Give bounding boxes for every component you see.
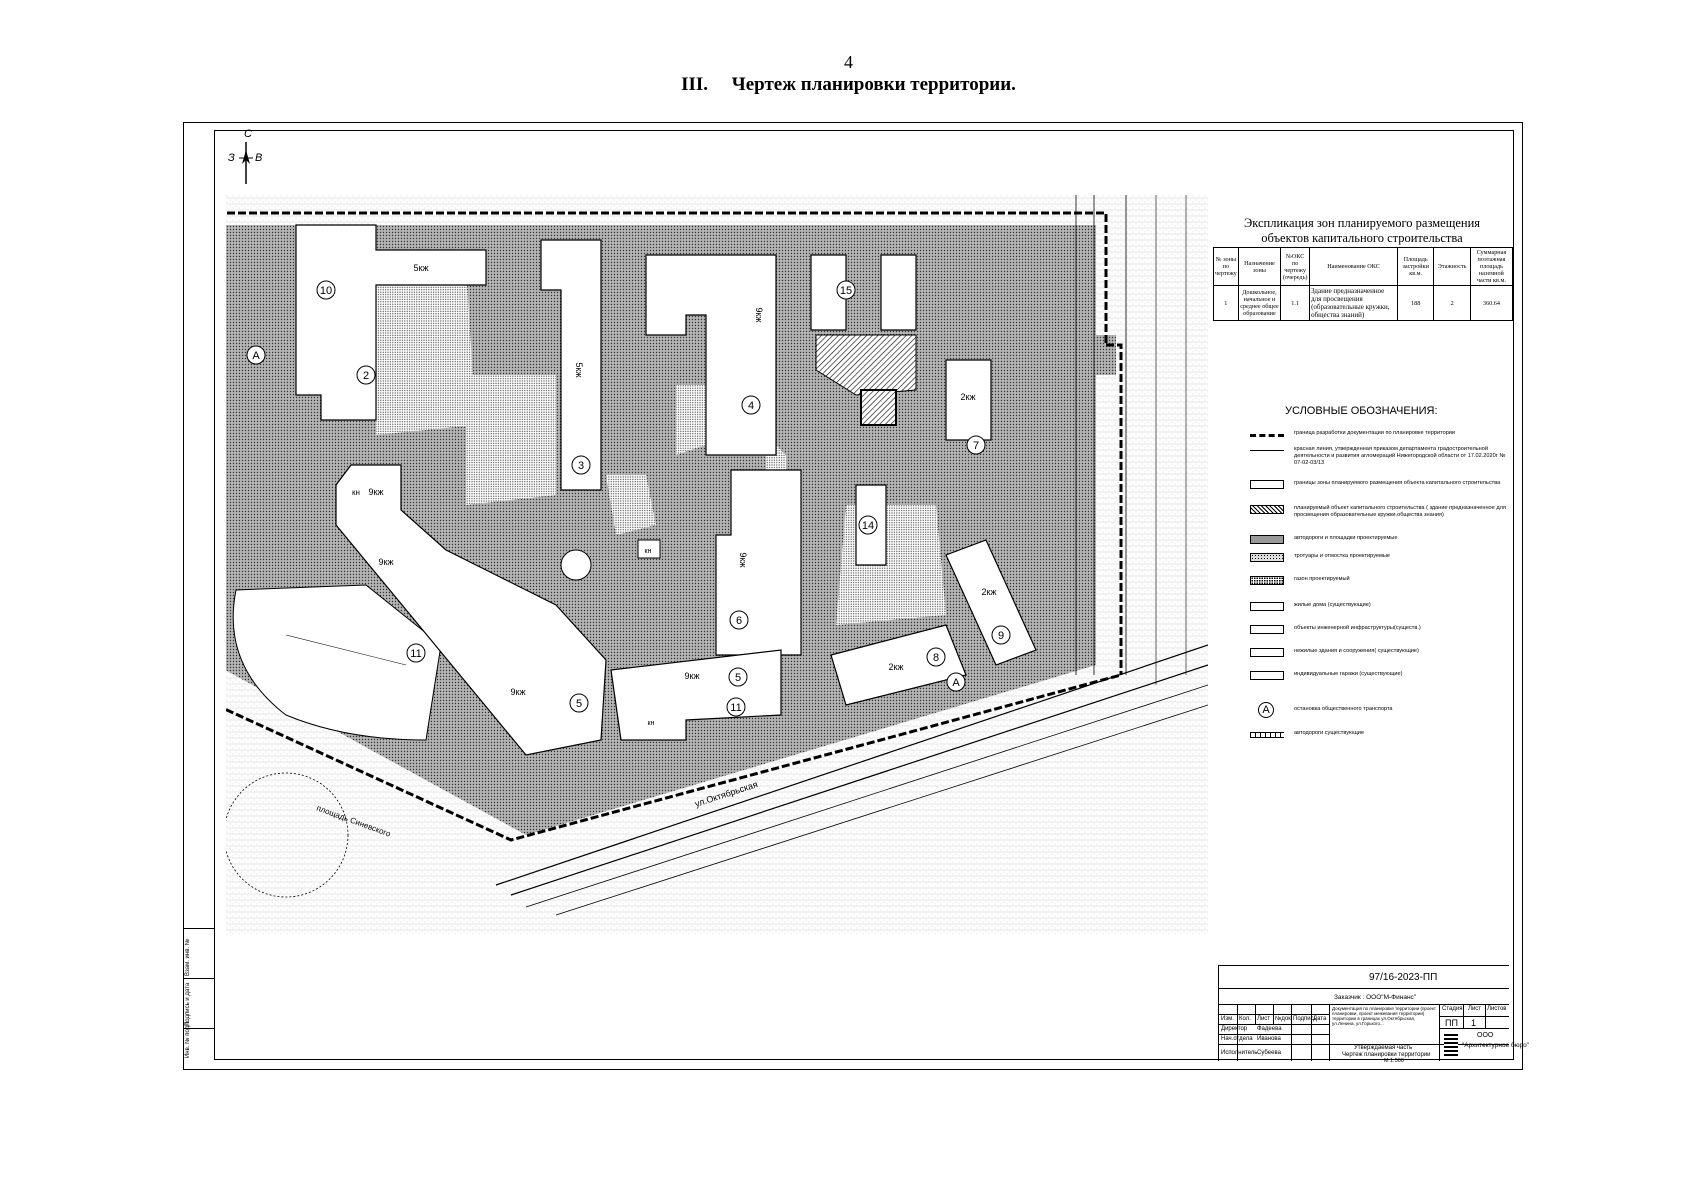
part: Утверждаемая часть: [1354, 1045, 1413, 1051]
svg-text:2: 2: [363, 370, 369, 382]
compass-north: С: [244, 128, 252, 140]
side-cell-label: Инв. № подл.: [185, 1020, 191, 1058]
page-number: 4: [844, 52, 853, 72]
building-3: 3 5кж: [571, 363, 591, 475]
drawing-sheet: [183, 122, 1523, 1070]
page-title: III. Чертеж планировки территории.: [681, 74, 1016, 95]
territory-plan: ул.Октябрьская площадь Синевского 105кж …: [226, 195, 1208, 935]
svg-text:5: 5: [735, 672, 741, 684]
svg-text:3: 3: [578, 460, 584, 472]
project-name: Документация по планировке территории (п…: [1332, 1006, 1436, 1026]
compass-east: В: [255, 152, 263, 164]
table-header: № зоны по чертежу: [1213, 247, 1239, 286]
logo-icon: [1444, 1032, 1458, 1056]
svg-text:4: 4: [748, 400, 754, 412]
table-header: Площадь застройки кв.м.: [1396, 247, 1435, 286]
svg-text:9кж: 9кж: [511, 687, 526, 697]
svg-text:2кж: 2кж: [961, 392, 976, 402]
building-9: 9 2кж: [982, 587, 1011, 645]
compass: С З В: [228, 128, 268, 186]
building-4: 4 9кж: [741, 308, 764, 415]
svg-text:11: 11: [410, 648, 421, 660]
building-8: 8 2кж: [889, 647, 946, 672]
compass-west: З: [228, 152, 235, 164]
sheet-name: Чертеж планировки территории: [1342, 1052, 1431, 1058]
svg-text:5: 5: [576, 698, 582, 710]
svg-text:7: 7: [973, 440, 979, 452]
north-arrow-icon: [239, 142, 253, 184]
svg-text:5кж: 5кж: [574, 363, 584, 378]
table-header: Суммарная поэтажная площадь наземной час…: [1469, 247, 1514, 286]
title-block: 97/16-2023-ПП Заказчик : ООО"М-Финанс" И…: [1218, 965, 1529, 1064]
drawing-code: 97/16-2023-ПП: [1369, 972, 1438, 983]
building-11-east: 11: [726, 697, 746, 717]
svg-text:11: 11: [730, 702, 741, 714]
svg-text:9: 9: [998, 630, 1004, 642]
table-header: Наименование ОКС: [1309, 247, 1398, 286]
svg-text:9кж: 9кж: [754, 308, 764, 323]
svg-text:8: 8: [933, 652, 939, 664]
label-kn: кн: [648, 720, 655, 727]
svg-text:2кж: 2кж: [889, 662, 904, 672]
svg-text:6: 6: [736, 615, 742, 627]
explication-title: Экспликация зон планируемого размещения …: [1243, 216, 1481, 245]
table-row: 1 Дошкольное, начальное и среднее общее …: [1213, 285, 1514, 321]
building-7: 7 2кж: [961, 392, 986, 455]
svg-text:9кж: 9кж: [685, 671, 700, 681]
svg-text:15: 15: [840, 285, 852, 297]
svg-text:14: 14: [862, 520, 874, 532]
building-11-west: 11 9кж: [379, 557, 426, 663]
building-5-east: 5 9кж: [685, 667, 748, 687]
table-header: Назначение зоны: [1237, 247, 1282, 286]
svg-text:A: A: [952, 677, 960, 689]
label-kn: кн: [352, 488, 360, 497]
svg-text:2кж: 2кж: [982, 587, 997, 597]
svg-text:5кж: 5кж: [414, 263, 429, 273]
label-floors: 9кж: [369, 487, 384, 497]
transit-stop-marker: A: [246, 345, 266, 365]
customer: Заказчик : ООО"М-Финанс": [1334, 994, 1417, 1001]
transit-stop-marker: A: [946, 672, 966, 692]
svg-text:10: 10: [320, 285, 332, 297]
svg-text:9кж: 9кж: [379, 557, 394, 567]
side-cell-label: Взам. инв. №: [185, 938, 191, 976]
building-6: 6 9кж: [729, 553, 749, 630]
table-header: Этажность: [1433, 247, 1471, 286]
table-header: №ОКС по чертежу (очередь): [1280, 247, 1311, 286]
building-14: 14: [858, 515, 878, 535]
building-2: 2: [356, 365, 376, 385]
legend-title: УСЛОВНЫЕ ОБОЗНАЧЕНИЯ:: [1285, 405, 1438, 417]
drawing-frame: [214, 130, 1514, 1060]
building-15: 15: [836, 280, 856, 300]
side-cell-label: Подпись и дата: [185, 982, 191, 1026]
transit-stop-icon: A: [1258, 702, 1274, 718]
building-10: 10 5кж: [316, 263, 429, 300]
side-strip: Взам. инв. № Подпись и дата Инв. № подл.: [183, 928, 215, 1060]
svg-text:A: A: [252, 350, 260, 362]
building-5-south: 5 9кж: [511, 687, 589, 713]
scale: М 1:500: [1384, 1058, 1404, 1064]
label-kn: кн: [645, 548, 652, 555]
explication-table: № зоны по чертежу Назначение зоны №ОКС п…: [1213, 247, 1514, 321]
svg-text:9кж: 9кж: [738, 553, 748, 568]
